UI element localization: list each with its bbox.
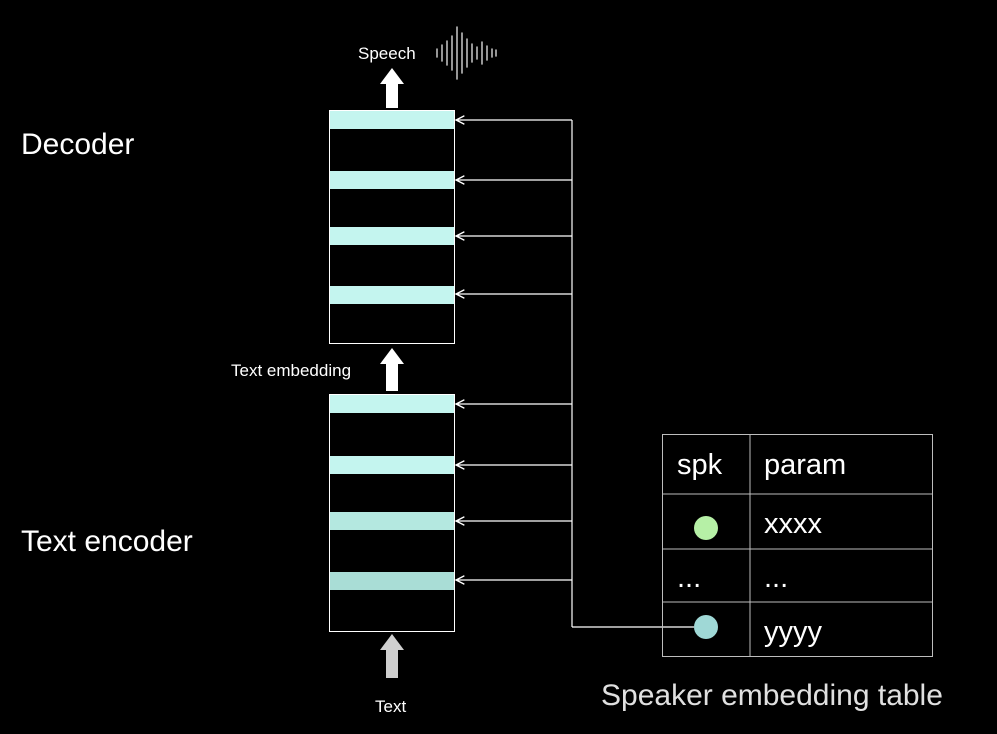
decoder-stack [329, 110, 455, 344]
text-label: Text [375, 697, 407, 716]
up-arrow-icon [380, 634, 404, 678]
text-encoder-stack [329, 394, 455, 632]
speaker-dot-teal [694, 615, 718, 639]
table-row-param: xxxx [764, 508, 822, 540]
decoder-layer-band [330, 286, 454, 304]
waveform-icon [436, 26, 497, 80]
decoder-layer-band [330, 227, 454, 245]
encoder-layer-band [330, 512, 454, 530]
encoder-layer-band [330, 395, 454, 413]
table-row-param: ... [764, 562, 789, 594]
encoder-layer-band [330, 456, 454, 474]
decoder-layer-band [330, 171, 454, 189]
table-grid [662, 434, 933, 657]
table-header-param: param [764, 449, 847, 481]
encoder-layer-band [330, 572, 454, 590]
speech-label: Speech [358, 44, 416, 63]
table-row-param: yyyy [764, 616, 822, 648]
text-encoder-label: Text encoder [21, 525, 193, 558]
table-header-spk: spk [677, 449, 723, 481]
speaker-branch-arrows [456, 120, 572, 580]
speaker-dot-green [694, 516, 718, 540]
table-caption: Speaker embedding table [601, 679, 943, 712]
decoder-label: Decoder [21, 128, 135, 161]
up-arrow-icon [380, 348, 404, 391]
speaker-embedding-table: spk param xxxx ... ... yyyy [662, 434, 933, 657]
text-embedding-label: Text embedding [231, 361, 352, 380]
up-arrow-icon [380, 68, 404, 108]
table-row-spk: ... [677, 562, 702, 594]
decoder-layer-band [330, 111, 454, 129]
